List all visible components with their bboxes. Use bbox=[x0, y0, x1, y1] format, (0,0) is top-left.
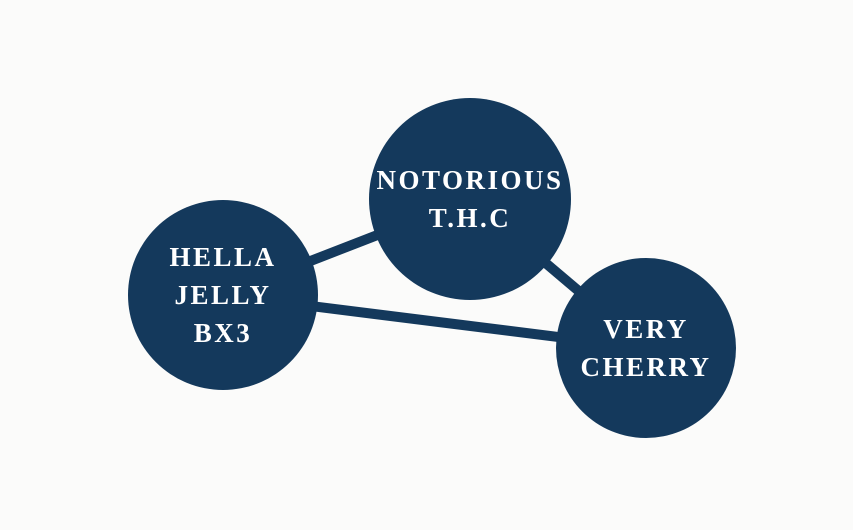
node-label-line: NOTORIOUS bbox=[376, 165, 563, 195]
node-label-line: VERY bbox=[603, 314, 689, 344]
node-hella-jelly-bx3: HELLA JELLY BX3 bbox=[128, 200, 318, 390]
node-label-hella-jelly-bx3: HELLA JELLY BX3 bbox=[169, 242, 276, 348]
node-label-line: T.H.C bbox=[429, 203, 512, 233]
node-notorious-thc: NOTORIOUS T.H.C bbox=[369, 98, 571, 300]
node-label-line: BX3 bbox=[194, 318, 253, 348]
node-circle-notorious-thc bbox=[369, 98, 571, 300]
node-very-cherry: VERY CHERRY bbox=[556, 258, 736, 438]
node-label-line: CHERRY bbox=[580, 352, 711, 382]
node-label-line: HELLA bbox=[169, 242, 276, 272]
node-label-line: JELLY bbox=[174, 280, 271, 310]
node-circle-very-cherry bbox=[556, 258, 736, 438]
node-label-very-cherry: VERY CHERRY bbox=[580, 314, 711, 382]
node-circle-hella-jelly-bx3 bbox=[128, 200, 318, 390]
node-label-notorious-thc: NOTORIOUS T.H.C bbox=[376, 165, 563, 233]
